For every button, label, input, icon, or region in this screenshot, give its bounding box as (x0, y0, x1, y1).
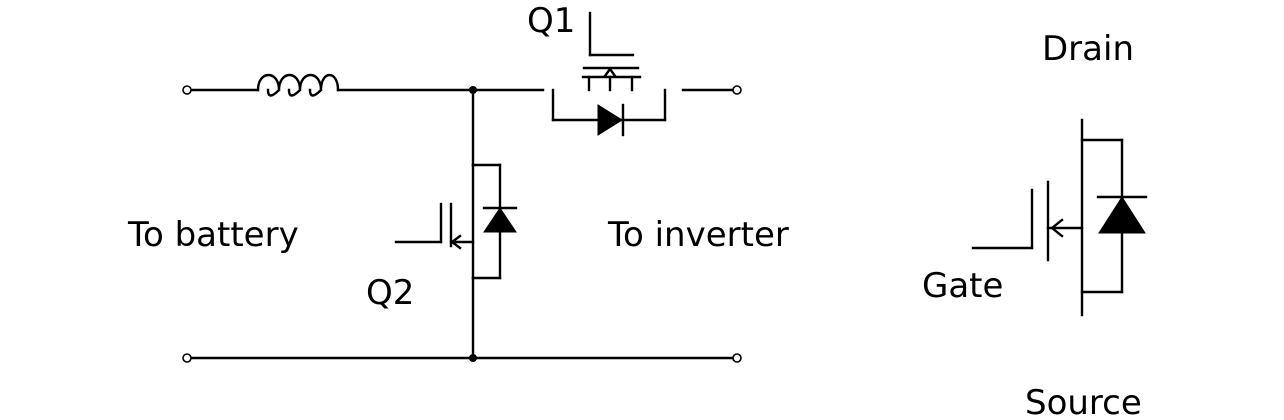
q1-label: Q1 (527, 1, 575, 41)
inverter-terminal-bottom (732, 353, 742, 363)
q2-label: Q2 (366, 273, 414, 313)
mosfet-q2 (394, 88, 518, 360)
source-label: Source (1025, 383, 1142, 420)
inductor (256, 73, 340, 97)
drain-label: Drain (1042, 29, 1134, 69)
gate-label: Gate (922, 266, 1003, 306)
top-rail (189, 73, 735, 97)
battery-terminal-top (182, 85, 192, 95)
q1-body-diode (597, 104, 623, 136)
battery-terminal-bottom (182, 353, 192, 363)
mosfet-reference-symbol (971, 118, 1148, 317)
to-battery-label: To battery (127, 215, 299, 255)
inverter-terminal-top (732, 85, 742, 95)
mosfet-q1 (551, 11, 667, 137)
q2-body-diode (483, 207, 517, 233)
reference-body-diode (1098, 196, 1146, 234)
to-inverter-label: To inverter (607, 215, 789, 255)
